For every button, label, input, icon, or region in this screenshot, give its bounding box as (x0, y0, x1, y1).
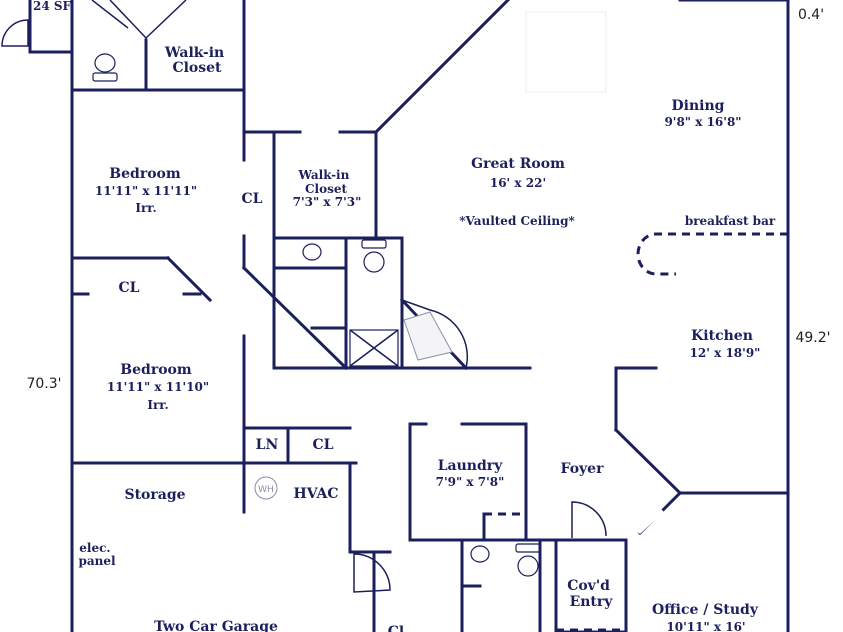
toilet-icon (361, 239, 387, 273)
dimension-right: 49.2' (795, 330, 830, 346)
door-swing (571, 501, 607, 538)
breakfast-bar (636, 232, 788, 276)
kitchen-dimensions: 12' x 18'9" (690, 346, 761, 360)
hall-walls (208, 262, 532, 371)
toilet-icon (92, 53, 118, 82)
walkin-closet-2-label: Walk-in Closet (297, 168, 353, 196)
great-room-walls (244, 0, 511, 240)
door-swing (1, 19, 29, 47)
sink-icon (302, 243, 322, 261)
door-opening (208, 262, 240, 294)
dining-dimensions: 9'8" x 16'8" (664, 115, 741, 129)
bedroom-1-label: Bedroom (109, 166, 181, 182)
toilet-icon (515, 543, 541, 577)
great-room-label: Great Room (471, 156, 565, 172)
water-heater-label: WH (258, 485, 274, 495)
closet-bottom-label: Cl (388, 624, 404, 632)
laundry-label: Laundry (438, 458, 503, 474)
shower-icon (349, 329, 399, 367)
sf-label: 24 SF (33, 0, 72, 13)
foyer-label: Foyer (561, 461, 605, 477)
covered-entry (554, 498, 664, 632)
bedroom-2-dimensions: 11'11" x 11'10" (107, 380, 209, 394)
office-label: Office / Study (652, 602, 759, 618)
laundry-dimensions: 7'9" x 7'8" (436, 475, 505, 489)
great-room-dimensions: 16' x 22' (490, 176, 546, 190)
garage-label: Two Car Garage (154, 619, 278, 632)
laundry-walls (408, 422, 558, 542)
dimension-left: 70.3' (26, 376, 61, 392)
bedroom-2-irregular: Irr. (147, 398, 168, 412)
kitchen-label: Kitchen (691, 328, 753, 344)
vaulted-ceiling-note: *Vaulted Ceiling* (459, 214, 575, 228)
master-bath-area (91, 0, 246, 92)
linen-label: LN (256, 437, 279, 453)
exterior-walls (70, 0, 790, 632)
skylight-area (525, 11, 607, 93)
office-dimensions: 10'11" x 16' (666, 620, 745, 632)
bedroom-1-irregular: Irr. (135, 201, 156, 215)
hvac-label: HVAC (293, 486, 338, 502)
door-swing (353, 553, 391, 593)
storage-label: Storage (124, 487, 185, 503)
elec-panel-label: elec. panel (78, 541, 116, 568)
closet-2-label: CL (119, 280, 140, 296)
water-heater-icon (254, 476, 278, 500)
bath-3 (460, 538, 542, 632)
bath-2 (272, 236, 404, 370)
bedroom-2-walls (70, 292, 358, 465)
closet-1-label: CL (242, 191, 263, 207)
door-swing (401, 299, 469, 369)
closet-3-label: CL (313, 437, 334, 453)
sink-icon (470, 545, 490, 563)
small-storage-room (1, 0, 74, 54)
covered-entry-label: Cov'd Entry (567, 578, 615, 610)
hvac-walls (242, 461, 392, 632)
walkin-closet-2-dimensions: 7'3" x 7'3" (293, 195, 362, 209)
bedroom-1-dimensions: 11'11" x 11'11" (95, 184, 197, 198)
walkin-closet-1-label: Walk-in Closet (164, 45, 229, 76)
bedroom-2-label: Bedroom (120, 362, 192, 378)
dimension-top-right: 0.4' (798, 7, 824, 23)
dining-label: Dining (672, 98, 725, 114)
breakfast-bar-label: breakfast bar (685, 214, 776, 228)
